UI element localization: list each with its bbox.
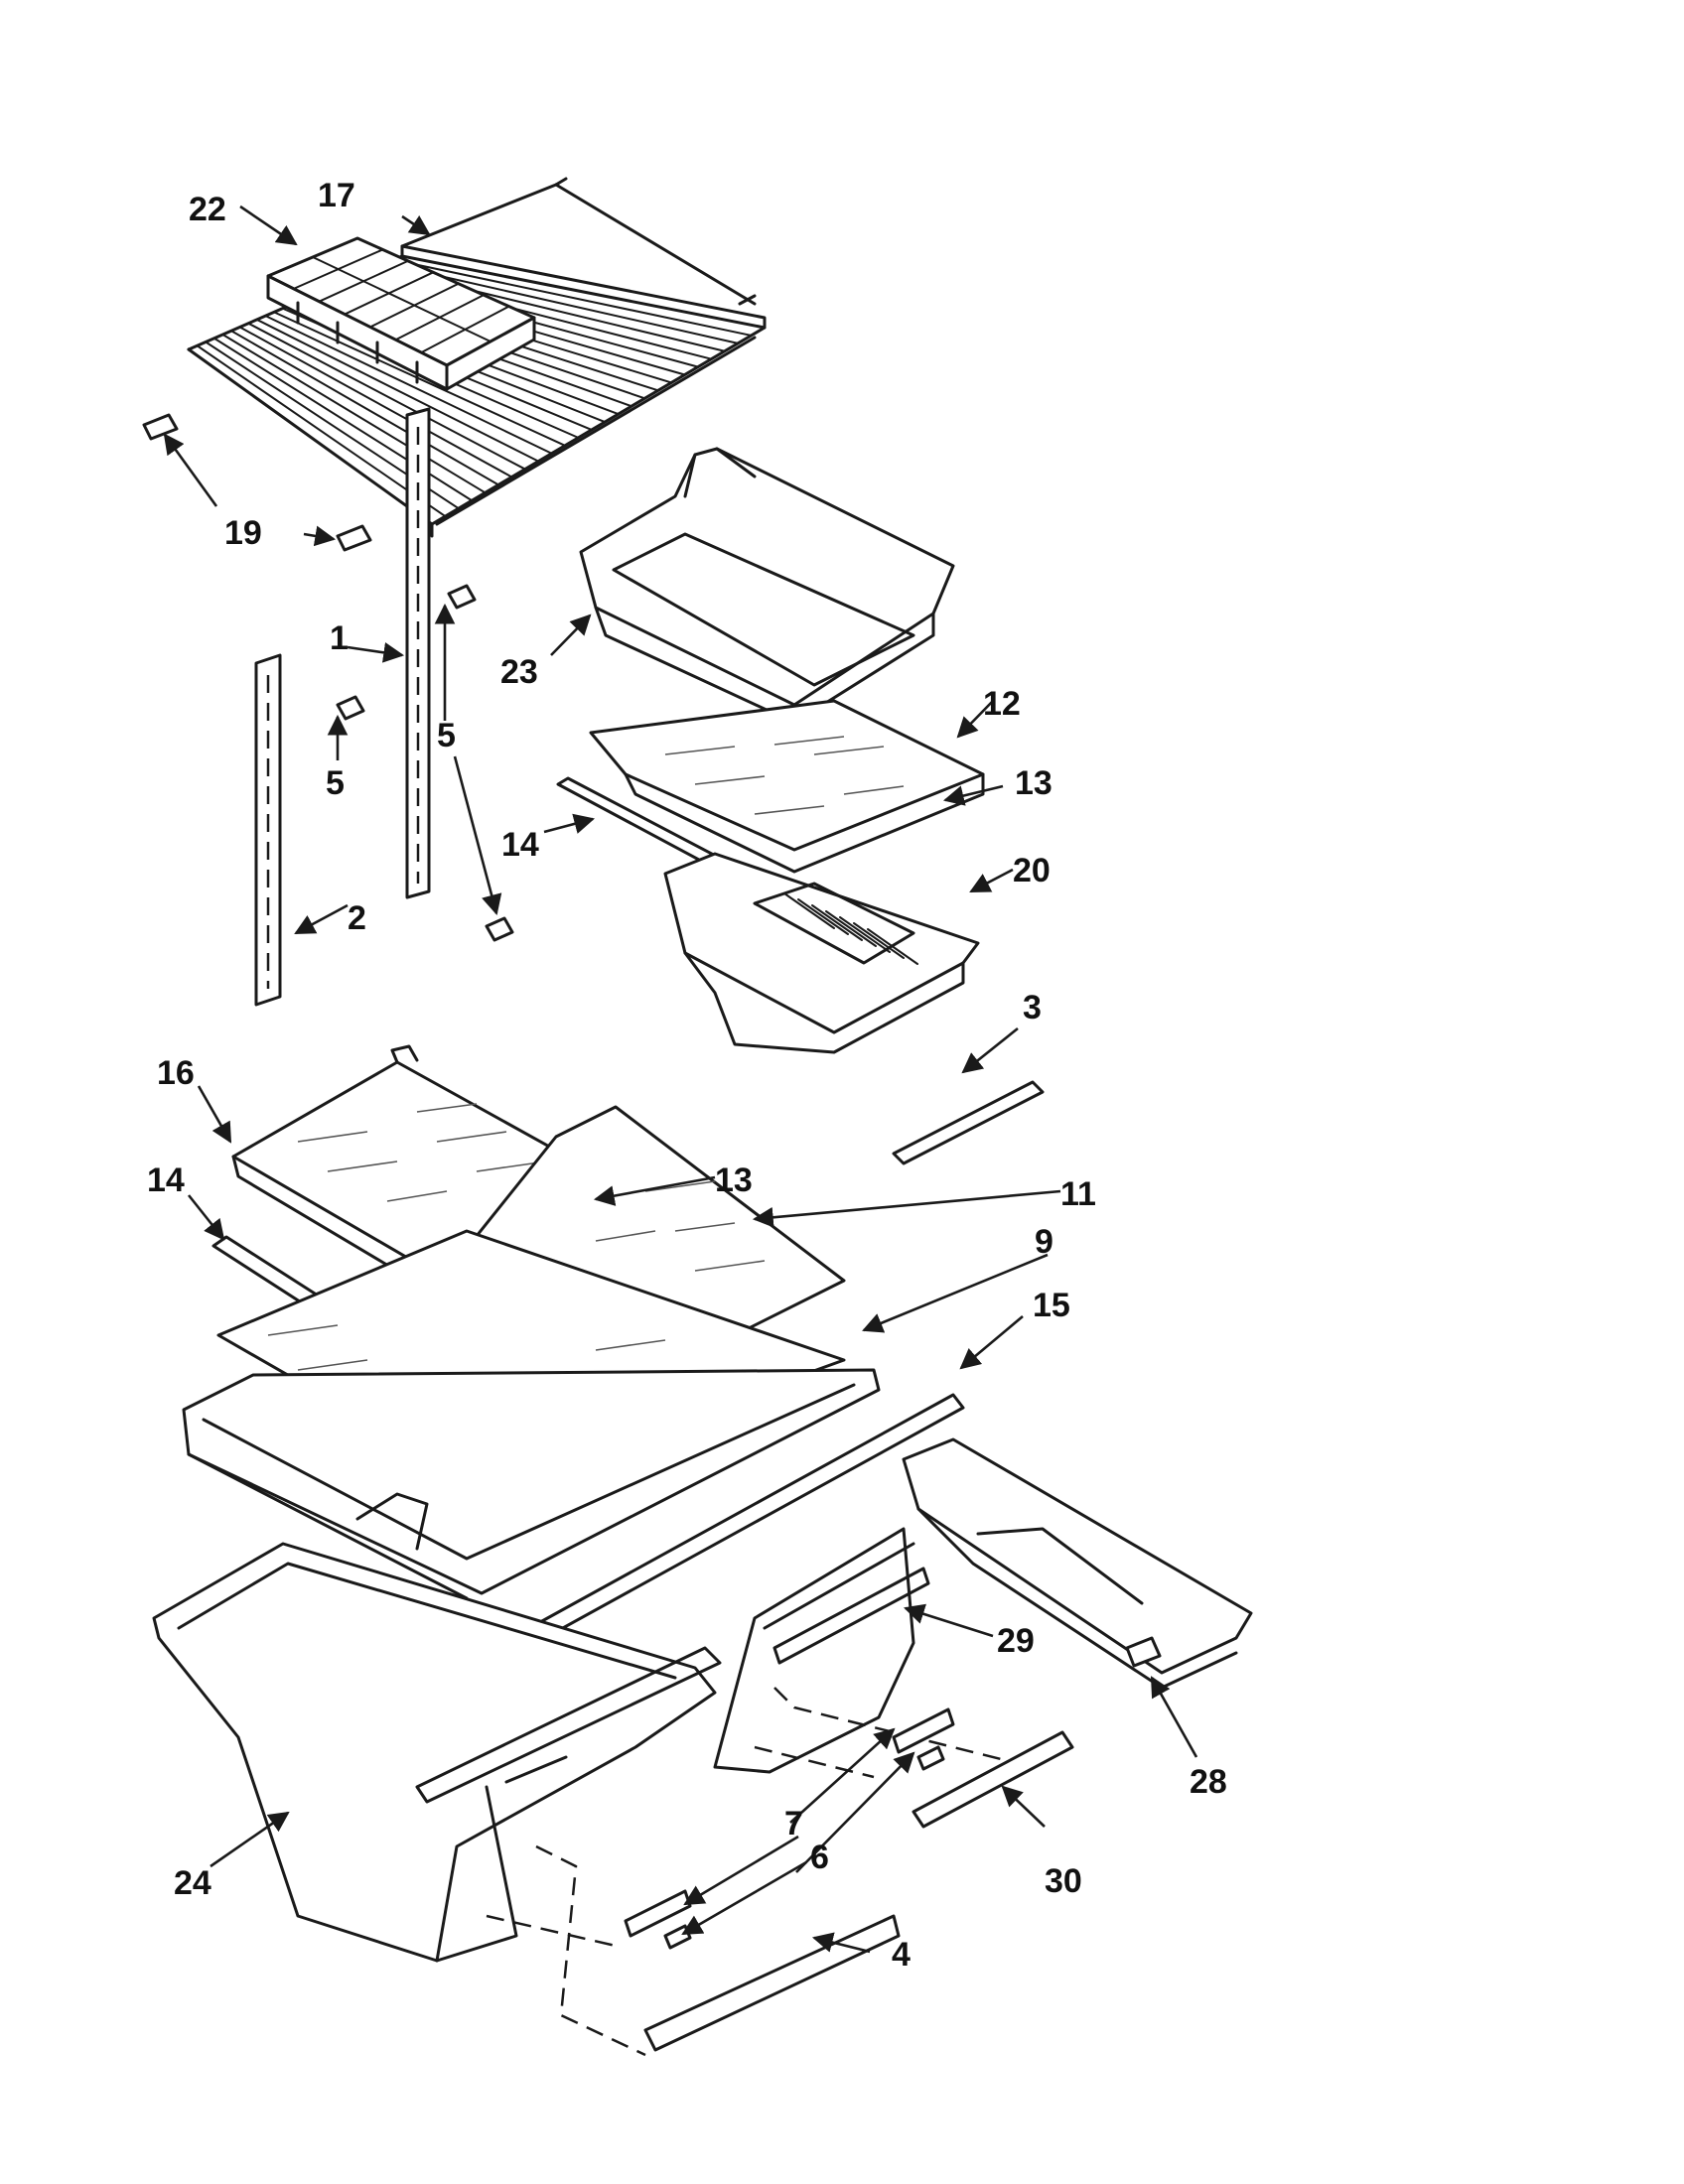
callout-17: 17 [318, 177, 355, 214]
callout-19: 19 [224, 514, 262, 552]
crisper-drawer-right [713, 1527, 930, 1774]
upper-glass-shelf [589, 699, 985, 874]
crisper-control-housing [902, 1437, 1253, 1690]
callout-16: 16 [157, 1054, 195, 1092]
callout-13-upper: 13 [1015, 764, 1052, 802]
callout-14-upper: 14 [501, 826, 539, 864]
callout-5-right: 5 [437, 717, 456, 754]
callout-22: 22 [189, 191, 226, 228]
callout-7: 7 [784, 1805, 803, 1843]
callout-23: 23 [500, 653, 538, 691]
callout-5-left: 5 [326, 764, 345, 802]
callout-12: 12 [983, 685, 1021, 723]
callout-24: 24 [174, 1864, 211, 1902]
callout-29: 29 [997, 1622, 1035, 1660]
callout-15: 15 [1033, 1287, 1070, 1324]
screws [336, 584, 514, 942]
callout-6: 6 [810, 1839, 829, 1876]
callout-9: 9 [1035, 1223, 1053, 1261]
callout-13-lower: 13 [715, 1161, 753, 1199]
ice-cube-tray [266, 236, 536, 391]
crisper-cover-frame [182, 1368, 881, 1600]
trim-strip-30 [912, 1730, 1074, 1829]
callout-1: 1 [330, 619, 349, 657]
callout-3: 3 [1023, 989, 1042, 1026]
callout-14-lower: 14 [147, 1161, 185, 1199]
drawer-slide-clips [624, 1707, 955, 1950]
leader-lines [163, 205, 1198, 1954]
dashed-guides [486, 1687, 1034, 2057]
callout-2: 2 [348, 899, 366, 937]
callout-30: 30 [1045, 1862, 1082, 1900]
shelf-ladder-right [405, 407, 431, 899]
callout-28: 28 [1190, 1763, 1227, 1801]
trim-strip-3 [892, 1080, 1045, 1165]
utility-bin [579, 447, 955, 725]
shelf-end-caps [142, 413, 372, 552]
callout-labels: 22 17 19 1 5 5 2 23 12 13 14 20 3 16 14 … [147, 177, 1227, 1974]
callout-4: 4 [892, 1936, 911, 1974]
callout-20: 20 [1013, 852, 1051, 889]
shelf-ladder-left [254, 653, 282, 1007]
callout-11: 11 [1060, 1175, 1096, 1213]
crisper-drawer-left [152, 1542, 722, 1963]
trim-strip-4 [643, 1914, 901, 2052]
crisper-drawer [663, 852, 980, 1054]
